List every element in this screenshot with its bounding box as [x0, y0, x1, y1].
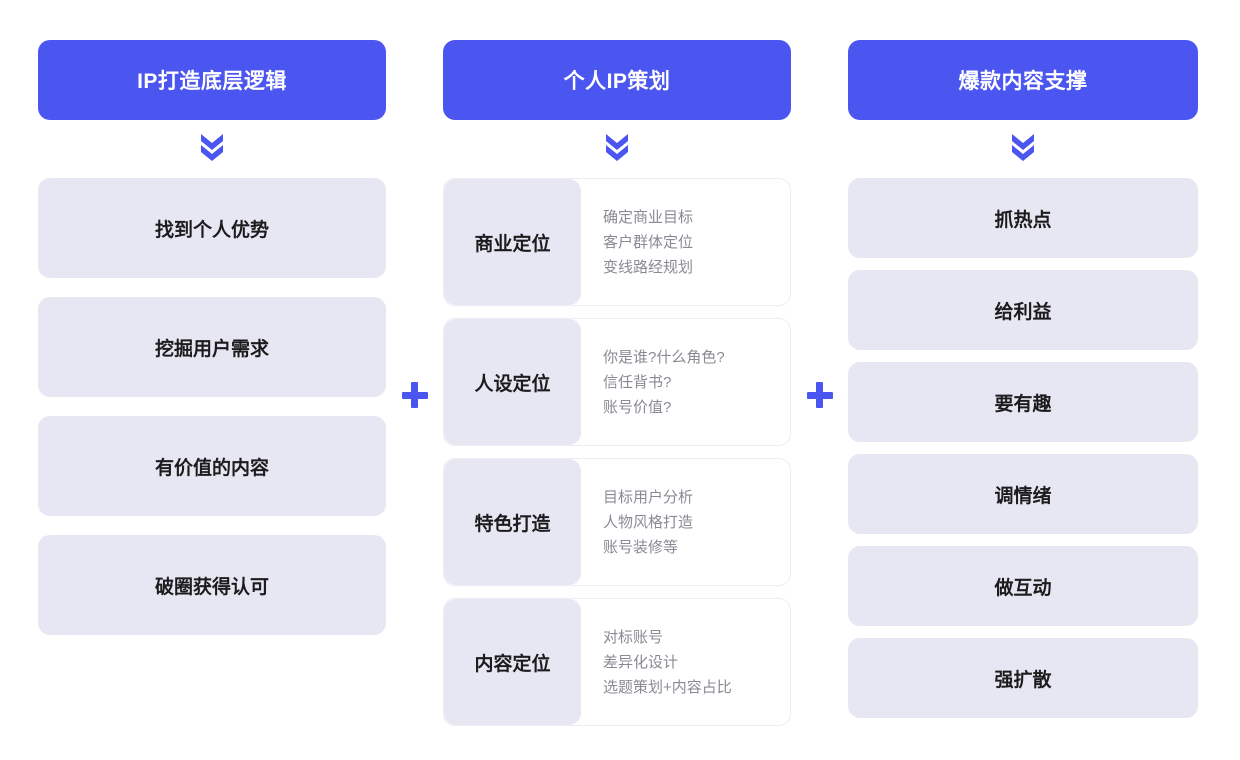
column-header-hit-content-support[interactable]: 爆款内容支撑 — [848, 40, 1198, 120]
detail-line: 选题策划+内容占比 — [603, 678, 732, 696]
list-item[interactable]: 给利益 — [848, 270, 1198, 350]
detail-line: 客户群体定位 — [603, 233, 694, 251]
list-item-label-block: 人设定位 — [444, 319, 581, 445]
list-item-label: 找到个人优势 — [154, 219, 269, 241]
double-chevron-down-icon — [199, 132, 225, 167]
list-item-label: 调情绪 — [994, 485, 1052, 507]
list-item-details: 对标账号 差异化设计 选题策划+内容占比 — [581, 599, 790, 725]
list-item-label: 有价值的内容 — [154, 457, 269, 479]
column-header-ip-foundation[interactable]: IP打造底层逻辑 — [38, 40, 386, 120]
double-chevron-down-icon — [604, 132, 630, 167]
list-item[interactable]: 要有趣 — [848, 362, 1198, 442]
list-item[interactable]: 内容定位 对标账号 差异化设计 选题策划+内容占比 — [443, 598, 791, 726]
list-item-label: 特色打造 — [474, 513, 551, 535]
connector-slot-1 — [386, 40, 443, 720]
list-item-label: 抓热点 — [994, 209, 1052, 231]
column-hit-content-support: 爆款内容支撑 抓热点 给利益 要有趣 调情绪 — [848, 40, 1198, 718]
column-personal-ip-planning: 个人IP策划 商业定位 确定商业目标 客户群体定位 变线路经规划 — [443, 40, 791, 726]
list-item-label: 商业定位 — [474, 233, 551, 255]
list-item-label: 强扩散 — [994, 669, 1052, 691]
list-item-details: 你是谁?什么角色? 信任背书? 账号价值? — [581, 319, 790, 445]
double-chevron-down-icon — [1010, 132, 1036, 167]
list-item-label: 内容定位 — [474, 653, 551, 675]
list-item-label-block: 商业定位 — [444, 179, 581, 305]
detail-line: 确定商业目标 — [603, 208, 694, 226]
list-item[interactable]: 商业定位 确定商业目标 客户群体定位 变线路经规划 — [443, 178, 791, 306]
list-item[interactable]: 挖掘用户需求 — [38, 297, 386, 397]
list-item-label-block: 内容定位 — [444, 599, 581, 725]
list-item[interactable]: 强扩散 — [848, 638, 1198, 718]
list-item[interactable]: 特色打造 目标用户分析 人物风格打造 账号装修等 — [443, 458, 791, 586]
detail-line: 你是谁?什么角色? — [603, 348, 725, 366]
chevron-wrap-3 — [848, 120, 1198, 178]
chevron-wrap-2 — [443, 120, 791, 178]
list-item[interactable]: 破圈获得认可 — [38, 535, 386, 635]
chevron-wrap-1 — [38, 120, 386, 178]
list-item-label: 要有趣 — [994, 393, 1052, 415]
detail-line: 信任背书? — [603, 373, 672, 391]
list-item-label: 破圈获得认可 — [154, 576, 269, 598]
detail-line: 对标账号 — [603, 628, 664, 646]
list-item-label: 人设定位 — [474, 373, 551, 395]
list-item[interactable]: 找到个人优势 — [38, 178, 386, 278]
detail-line: 目标用户分析 — [603, 488, 694, 506]
detail-line: 变线路经规划 — [603, 258, 694, 276]
detail-line: 人物风格打造 — [603, 513, 694, 531]
detail-line: 差异化设计 — [603, 653, 679, 671]
column-ip-foundation: IP打造底层逻辑 找到个人优势 挖掘用户需求 有价值的内容 破圈获得认可 — [38, 40, 386, 635]
list-item-label-block: 特色打造 — [444, 459, 581, 585]
list-item-details: 目标用户分析 人物风格打造 账号装修等 — [581, 459, 790, 585]
list-item-label: 做互动 — [994, 577, 1052, 599]
column-header-personal-ip-planning[interactable]: 个人IP策划 — [443, 40, 791, 120]
list-item[interactable]: 有价值的内容 — [38, 416, 386, 516]
list-item[interactable]: 调情绪 — [848, 454, 1198, 534]
list-item-label: 挖掘用户需求 — [154, 338, 269, 360]
three-column-board: IP打造底层逻辑 找到个人优势 挖掘用户需求 有价值的内容 破圈获得认可 — [38, 40, 1202, 726]
detail-line: 账号价值? — [603, 398, 672, 416]
plus-icon — [401, 382, 428, 408]
list-item-label: 给利益 — [994, 301, 1052, 323]
plus-icon — [806, 382, 833, 408]
detail-line: 账号装修等 — [603, 538, 679, 556]
list-item-details: 确定商业目标 客户群体定位 变线路经规划 — [581, 179, 790, 305]
list-item[interactable]: 人设定位 你是谁?什么角色? 信任背书? 账号价值? — [443, 318, 791, 446]
list-item[interactable]: 抓热点 — [848, 178, 1198, 258]
list-item[interactable]: 做互动 — [848, 546, 1198, 626]
connector-slot-2 — [791, 40, 848, 720]
